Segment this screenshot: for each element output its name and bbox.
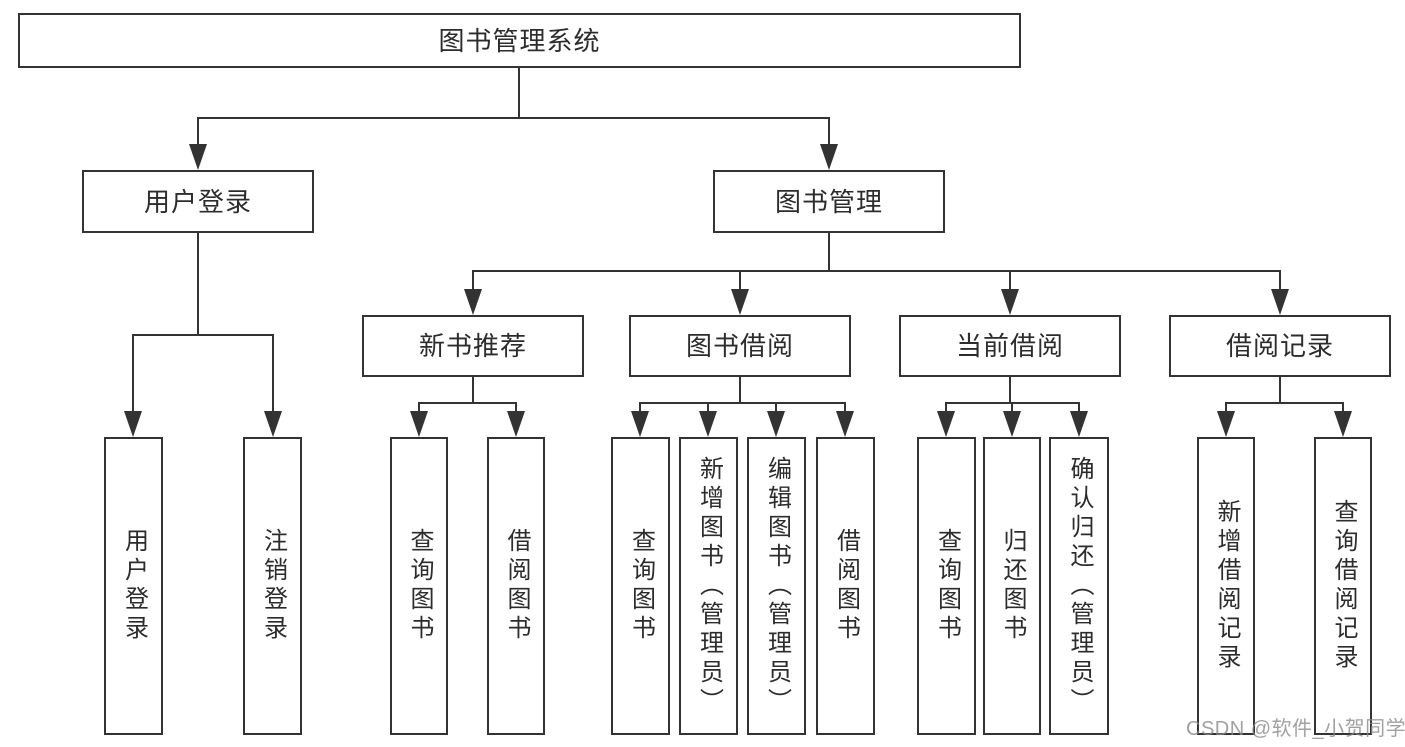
connector-line [196, 233, 200, 335]
arrowhead-down-icon [189, 144, 207, 170]
connector-line [638, 401, 847, 405]
node-label: 注销登录 [259, 528, 287, 644]
node-label: 新增借阅记录 [1213, 499, 1240, 673]
node-new-book-rec: 新书推荐 [362, 315, 584, 377]
connector-line [1278, 271, 1282, 293]
connector-line [706, 403, 710, 415]
connector-line [471, 271, 475, 293]
arrowhead-down-icon [767, 411, 785, 437]
arrowhead-down-icon [1271, 289, 1289, 315]
arrowhead-down-icon [1001, 289, 1019, 315]
arrowhead-down-icon [507, 411, 525, 437]
arrowhead-down-icon [264, 411, 282, 437]
connector-line [827, 118, 831, 148]
csdn-watermark: CSDN @软件_小贺同学 [1186, 718, 1405, 740]
connector-line [271, 335, 275, 415]
node-logout-leaf: 注销登录 [243, 437, 302, 735]
arrowhead-down-icon [937, 411, 955, 437]
arrowhead-down-icon [1334, 411, 1352, 437]
connector-line [827, 233, 831, 271]
connector-line [1278, 377, 1282, 403]
connector-line [1077, 403, 1081, 415]
arrowhead-down-icon [731, 289, 749, 315]
connector-line [1224, 403, 1228, 415]
arrowhead-down-icon [1217, 411, 1235, 437]
node-book-borrow: 图书借阅 [629, 315, 851, 377]
connector-line [471, 377, 475, 403]
arrowhead-down-icon [1070, 411, 1088, 437]
node-query-books-1: 查询图书 [390, 437, 448, 735]
node-book-mgmt: 图书管理 [713, 170, 945, 233]
node-user-login: 用户登录 [82, 170, 314, 233]
node-label: 图书管理系统 [438, 25, 601, 56]
node-borrow-books-1: 借阅图书 [487, 437, 545, 735]
connector-line [1008, 377, 1012, 403]
node-label: 用户登录 [120, 528, 148, 644]
node-query-borrow-record: 查询借阅记录 [1314, 437, 1372, 735]
connector-line [774, 403, 778, 415]
node-user-login-leaf: 用户登录 [104, 437, 163, 735]
connector-line [417, 401, 518, 405]
node-label: 归还图书 [999, 528, 1026, 644]
node-label: 图书借阅 [685, 331, 794, 361]
arrowhead-down-icon [631, 411, 649, 437]
node-label: 新增图书（管理员） [695, 455, 723, 717]
node-label: 查询图书 [627, 528, 655, 644]
node-borrow-books-2: 借阅图书 [816, 437, 875, 735]
node-current-borrow: 当前借阅 [899, 315, 1121, 377]
connector-line [417, 403, 421, 415]
arrowhead-down-icon [820, 144, 838, 170]
connector-line [131, 333, 275, 337]
node-label: 当前借阅 [955, 331, 1064, 361]
node-label: 确认归还（管理员） [1066, 455, 1093, 717]
node-query-books-3: 查询图书 [917, 437, 976, 735]
connector-line [738, 271, 742, 293]
node-label: 用户登录 [143, 186, 252, 217]
arrowhead-down-icon [464, 289, 482, 315]
connector-line [196, 118, 200, 148]
connector-line [471, 269, 1282, 273]
node-label: 借阅图书 [503, 528, 530, 644]
node-label: 借阅记录 [1225, 331, 1334, 361]
connector-line [638, 403, 642, 415]
node-confirm-return-admin: 确认归还（管理员） [1049, 437, 1109, 735]
arrowhead-down-icon [699, 411, 717, 437]
connector-line [514, 403, 518, 415]
connector-line [1341, 403, 1345, 415]
connector-line [1224, 401, 1345, 405]
node-label: 借阅图书 [832, 528, 860, 644]
node-label: 查询图书 [406, 528, 433, 644]
arrowhead-down-icon [124, 411, 142, 437]
connector-line [843, 403, 847, 415]
node-edit-book-admin: 编辑图书（管理员） [747, 437, 806, 735]
node-label: 编辑图书（管理员） [763, 455, 791, 717]
arrowhead-down-icon [1003, 411, 1021, 437]
connector-line [517, 68, 521, 118]
node-borrow-records: 借阅记录 [1169, 315, 1391, 377]
node-root: 图书管理系统 [18, 13, 1021, 68]
node-add-borrow-record: 新增借阅记录 [1197, 437, 1255, 735]
connector-line [196, 116, 831, 120]
connector-line [131, 335, 135, 415]
node-return-book: 归还图书 [983, 437, 1041, 735]
node-label: 新书推荐 [418, 331, 527, 361]
node-label: 查询借阅记录 [1330, 499, 1357, 673]
arrowhead-down-icon [836, 411, 854, 437]
connector-line [1010, 403, 1014, 415]
node-label: 查询图书 [933, 528, 961, 644]
node-label: 图书管理 [774, 186, 883, 217]
connector-line [944, 403, 948, 415]
node-add-book-admin: 新增图书（管理员） [679, 437, 738, 735]
arrowhead-down-icon [410, 411, 428, 437]
connector-line [738, 377, 742, 403]
connector-line [1008, 271, 1012, 293]
node-query-books-2: 查询图书 [611, 437, 670, 735]
